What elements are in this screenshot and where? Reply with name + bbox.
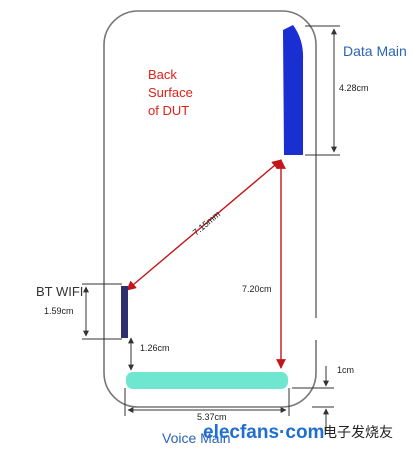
voice-width-dim-label: 5.37cm: [197, 412, 227, 422]
outline-gap: [311, 318, 321, 340]
bt-wifi-label: BT WIFI: [36, 284, 83, 299]
bt-wifi-dim-label: 1.59cm: [44, 306, 74, 316]
bt-to-voice-dim-label: 1.26cm: [140, 343, 170, 353]
vertical-distance-label: 7.20cm: [242, 284, 272, 294]
watermark-brand: elecfans·com: [203, 422, 324, 443]
voice-main-label: Voice Main: [162, 430, 230, 446]
dut-label: Back Surface of DUT: [148, 67, 196, 118]
voice-main-antenna: [126, 372, 288, 389]
dut-label-line-1: Back: [148, 67, 177, 82]
bt-wifi-antenna: [121, 286, 128, 338]
watermark-cn: 电子发烧友: [323, 424, 393, 440]
diagonal-distance-arrow: [126, 159, 282, 291]
dut-label-line-2: Surface: [148, 85, 193, 100]
dut-label-line-3: of DUT: [148, 103, 189, 118]
data-main-antenna: [283, 25, 304, 155]
gap-dim-label: 1cm: [337, 365, 354, 375]
data-main-label: Data Main: [343, 43, 407, 59]
data-main-dim-label: 4.28cm: [339, 83, 369, 93]
